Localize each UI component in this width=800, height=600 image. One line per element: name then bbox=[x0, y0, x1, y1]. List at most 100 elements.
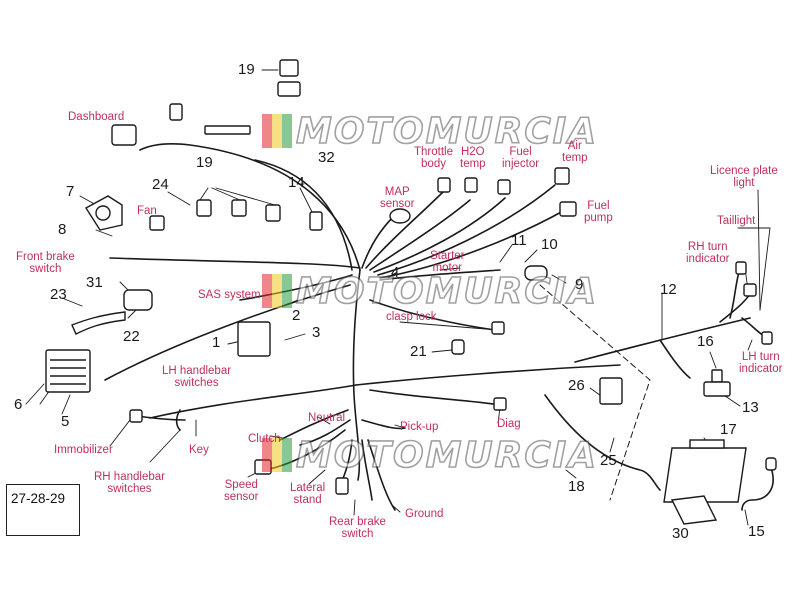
battery-17 bbox=[663, 447, 747, 503]
label-air-temp-line2: temp bbox=[562, 152, 588, 164]
harness-to-neutral bbox=[299, 419, 351, 446]
part-number-10: 10 bbox=[541, 236, 558, 253]
fuse-reference-label: 27-28-29 bbox=[11, 491, 66, 506]
label-neutral: Neutral bbox=[308, 412, 346, 424]
part-number-2: 2 bbox=[292, 307, 301, 324]
label-fuel-injector-line1: Fuel bbox=[509, 146, 532, 158]
label-key: Key bbox=[189, 444, 209, 456]
part-number-6: 6 bbox=[14, 396, 23, 413]
sensor-14 bbox=[309, 211, 323, 231]
connector-21 bbox=[451, 339, 465, 355]
part-number-22: 22 bbox=[123, 328, 140, 345]
harness-to-dashboard bbox=[139, 143, 361, 271]
taillight-connector bbox=[743, 283, 757, 297]
label-ground: Ground bbox=[405, 508, 444, 520]
label-fuel-injector-line2: injector bbox=[502, 158, 540, 170]
label-lh-turn-line2: indicator bbox=[739, 363, 783, 375]
label-dashboard: Dashboard bbox=[68, 111, 125, 123]
part-number-12: 12 bbox=[660, 281, 677, 298]
lh-turn-connector bbox=[761, 331, 773, 345]
part-number-1: 1 bbox=[212, 334, 221, 351]
label-diag: Diag bbox=[497, 418, 521, 430]
part-number-25: 25 bbox=[600, 452, 617, 469]
label-front-brake-line2: switch bbox=[29, 263, 62, 275]
harness-to-diag bbox=[369, 389, 501, 406]
label-air-temp: Air temp bbox=[562, 140, 588, 164]
harness-to-injector bbox=[373, 197, 506, 273]
label-pick-up: Pick-up bbox=[400, 421, 439, 433]
starter-terminal-9 bbox=[524, 265, 548, 281]
label-h2o-temp-line2: temp bbox=[460, 158, 486, 170]
label-sas-system: SAS system bbox=[198, 289, 261, 301]
label-lateral-stand-line2: stand bbox=[293, 494, 322, 506]
label-lateral-stand-line1: Lateral bbox=[290, 482, 326, 494]
label-lateral-stand: Lateral stand bbox=[290, 482, 325, 506]
battery-17-top bbox=[689, 439, 725, 449]
sensor-7-dial bbox=[95, 205, 111, 221]
harness-to-clutch bbox=[279, 409, 349, 441]
harness-to-clasp bbox=[369, 299, 496, 331]
part-number-5: 5 bbox=[61, 413, 70, 430]
label-licence-plate-line1: Licence plate bbox=[710, 165, 778, 177]
label-speed-sensor-line2: sensor bbox=[224, 491, 259, 503]
part-number-21: 21 bbox=[410, 343, 427, 360]
label-fuel-injector: Fuel injector bbox=[502, 146, 539, 170]
part-number-13: 13 bbox=[742, 399, 759, 416]
label-fuel-pump: Fuel pump bbox=[584, 200, 613, 224]
fuse-holder-26 bbox=[599, 377, 623, 405]
watermark-bottom: MOTOMURCIA bbox=[262, 434, 598, 476]
label-lh-turn-indicator: LH turn indicator bbox=[739, 351, 782, 375]
label-fuel-pump-line1: Fuel bbox=[587, 200, 610, 212]
label-taillight: Taillight bbox=[717, 215, 756, 227]
harness-upper-arc bbox=[254, 159, 353, 271]
label-throttle-body-line1: Throttle bbox=[414, 146, 453, 158]
label-h2o-temp-line1: H2O bbox=[460, 146, 485, 158]
dashboard-connector bbox=[111, 124, 137, 146]
part-number-24: 24 bbox=[152, 176, 169, 193]
label-rh-handlebar-line1: RH handlebar bbox=[94, 471, 165, 483]
part-number-32: 32 bbox=[318, 149, 335, 166]
label-rear-brake-line2: switch bbox=[341, 528, 374, 540]
part-number-4: 4 bbox=[391, 264, 400, 281]
part-number-3: 3 bbox=[312, 324, 321, 341]
fuel-pump-connector bbox=[559, 201, 577, 217]
label-rh-turn-line2: indicator bbox=[686, 253, 730, 265]
battery-cable-15 bbox=[741, 464, 774, 511]
part-number-8: 8 bbox=[58, 221, 67, 238]
watermark-middle: MOTOMURCIA bbox=[262, 270, 598, 312]
dashed-connector-guide bbox=[539, 284, 651, 501]
part-number-14: 14 bbox=[288, 174, 305, 191]
label-map-sensor-line2: sensor bbox=[380, 198, 415, 210]
fuse-reference-box: 27-28-29 bbox=[6, 484, 80, 536]
watermark-flag-icon bbox=[262, 438, 292, 472]
part-number-19: 19 bbox=[196, 154, 213, 171]
label-throttle-body-line2: body bbox=[421, 158, 446, 170]
label-speed-sensor: Speed sensor bbox=[224, 479, 259, 503]
relay-19-c bbox=[265, 204, 281, 222]
pad-30 bbox=[670, 495, 718, 525]
relay-19-a bbox=[196, 199, 212, 217]
part-number-7: 7 bbox=[66, 183, 75, 200]
injector-connector bbox=[497, 179, 511, 195]
harness-to-sas bbox=[239, 274, 353, 301]
relay-19-base bbox=[277, 81, 301, 97]
part-number-26: 26 bbox=[568, 377, 585, 394]
label-map-sensor-line1: MAP bbox=[384, 186, 410, 198]
label-starter-motor-line2: motor bbox=[432, 262, 462, 274]
label-air-temp-line1: Air bbox=[567, 140, 582, 152]
diag-connector bbox=[493, 397, 507, 411]
harness-to-starter bbox=[379, 269, 501, 281]
rear-loom-12 bbox=[574, 317, 751, 363]
label-immobilizer: Immobilizer bbox=[54, 444, 113, 456]
label-starter-motor: Starter motor bbox=[430, 250, 465, 274]
part-number-23: 23 bbox=[50, 286, 67, 303]
flasher-13 bbox=[703, 381, 731, 397]
harness-to-throttle bbox=[365, 189, 446, 269]
immobilizer-antenna bbox=[129, 409, 143, 423]
label-speed-sensor-line1: Speed bbox=[224, 479, 258, 491]
label-fuel-pump-line2: pump bbox=[584, 212, 613, 224]
ecu-1 bbox=[237, 321, 271, 357]
connector-fan bbox=[149, 215, 165, 231]
harness-to-regulator bbox=[104, 284, 351, 381]
harness-to-pickup bbox=[361, 419, 406, 430]
